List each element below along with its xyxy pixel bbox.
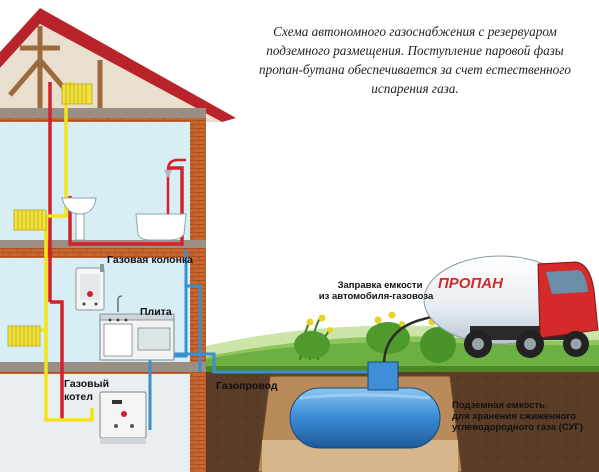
hot-water-pipe: [48, 82, 184, 420]
truck-brand-label: ПРОПАН: [438, 275, 503, 292]
label-tank-line2: для хранения сжиженного: [452, 411, 577, 422]
roof-beams: [8, 26, 103, 110]
radiator-top-floor: [13, 209, 47, 231]
radiator-attic: [61, 83, 93, 105]
washbasin: [61, 197, 97, 241]
gas-water-heater: [75, 264, 105, 311]
radiators: [7, 83, 93, 347]
label-stove: Плита: [140, 306, 172, 318]
underground-tank: [289, 361, 441, 449]
label-refuel-line1: Заправка емкости: [337, 280, 423, 291]
attic: [0, 24, 222, 122]
roof: [0, 8, 236, 122]
shower-head-icon: [164, 170, 172, 178]
bathroom: [61, 158, 187, 241]
gas-stove: [99, 295, 175, 361]
gas-truck: [423, 255, 599, 358]
label-tank-line3: углеводородного газа (СУГ): [452, 422, 583, 433]
label-refuel-line2: из автомобиля-газовоза: [318, 291, 434, 302]
cold-water-pipe: [148, 250, 188, 430]
label-pipeline: Газопровод: [216, 380, 278, 392]
label-gas-water-heater: Газовая колонка: [107, 254, 194, 266]
room-basement: [0, 374, 190, 472]
label-boiler-line1: Газовый: [64, 378, 110, 390]
label-tank-line1: Подземная емкость: [452, 400, 545, 411]
label-boiler-line2: котел: [64, 391, 93, 403]
gas-boiler: [99, 391, 147, 444]
diagram-caption: Схема автономного газоснабжения с резерв…: [259, 24, 571, 96]
tank-dome: [367, 361, 399, 391]
bathtub: [135, 158, 187, 241]
shrub-1: [294, 314, 333, 361]
radiator-middle-floor: [7, 325, 41, 347]
truck-windshield: [546, 270, 588, 294]
